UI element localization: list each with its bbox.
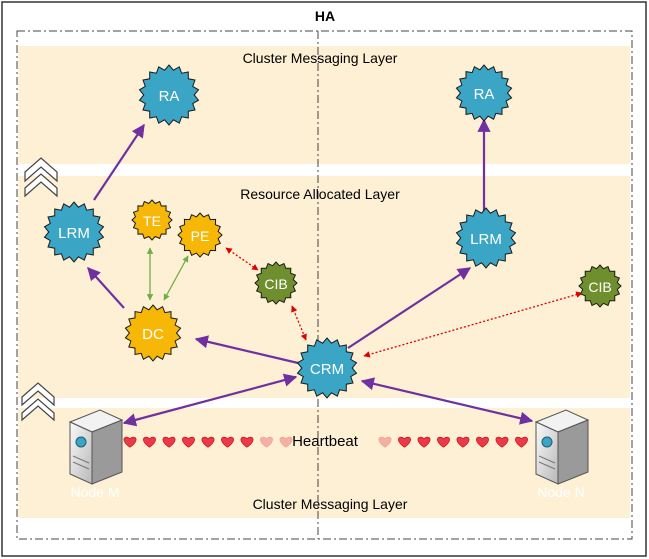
heart-icon <box>437 436 450 448</box>
heart-icon <box>221 436 234 448</box>
te-node: TE <box>131 199 173 241</box>
heart-icon <box>201 436 215 448</box>
heart-icon <box>143 436 156 448</box>
top-layer-label: Cluster Messaging Layer <box>243 50 398 66</box>
heart-icon <box>378 436 392 448</box>
cib-label-right: CIB <box>588 279 611 295</box>
double-up-chevron-icon <box>24 157 58 198</box>
cib-node-left: CIB <box>254 261 298 305</box>
arrow-lrm-to-ra-left <box>93 123 145 201</box>
heart-icon <box>417 436 431 448</box>
heart-icon <box>162 436 176 448</box>
heart-icon <box>260 436 273 448</box>
heart-icon <box>495 436 509 448</box>
arrow-pe-dc <box>163 255 189 301</box>
heartbeat-label: Heartbeat <box>292 433 359 450</box>
heart-icon <box>123 436 137 448</box>
ra-label-right: RA <box>474 86 495 103</box>
te-label: TE <box>143 213 161 229</box>
server-icon <box>68 409 124 485</box>
arrow-crm-cib-right <box>363 291 583 358</box>
bottom-layer-label: Cluster Messaging Layer <box>253 496 408 512</box>
ra-node-right: RA <box>455 64 513 122</box>
connections <box>87 118 583 427</box>
cib-label-left: CIB <box>264 276 287 292</box>
heart-icon <box>515 436 528 448</box>
lrm-label-right: LRM <box>470 231 502 248</box>
arrow-pe-cib <box>225 247 259 271</box>
page-title: HA <box>315 8 335 24</box>
pe-node: PE <box>177 212 223 258</box>
heart-icon <box>279 436 293 448</box>
arrow-crm-node-n <box>360 377 534 425</box>
heart-icon <box>456 436 470 448</box>
heart-icon <box>476 436 489 448</box>
arrow-crm-node-m <box>122 373 298 427</box>
lrm-label-left: LRM <box>58 225 90 242</box>
arrow-crm-to-dc <box>194 335 299 365</box>
heartbeat-hearts-left <box>123 436 293 448</box>
cib-node-right: CIB <box>578 264 622 308</box>
node-m-label: Node M <box>70 484 119 500</box>
pe-label: PE <box>191 228 210 244</box>
arrow-dc-to-lrm-left <box>87 267 125 309</box>
crm-label: CRM <box>310 361 344 378</box>
heartbeat-hearts-right <box>378 436 528 448</box>
lrm-node-left: LRM <box>43 201 105 263</box>
middle-layer-label: Resource Allocated Layer <box>240 186 400 202</box>
crm-node: CRM <box>296 337 358 399</box>
top-layer-band <box>18 46 630 164</box>
server-icon <box>534 409 590 485</box>
dc-node: DC <box>124 304 182 362</box>
ha-boundary <box>16 30 633 540</box>
lrm-node-right: LRM <box>455 207 517 269</box>
dc-label: DC <box>142 326 164 343</box>
double-up-chevron-icon <box>21 382 55 422</box>
node-n-label: Node N <box>537 484 584 500</box>
ra-node-left: RA <box>138 64 200 126</box>
heart-icon <box>240 436 254 448</box>
ra-label-left: RA <box>159 88 180 105</box>
heart-icon <box>182 436 195 448</box>
heart-icon <box>398 436 411 448</box>
